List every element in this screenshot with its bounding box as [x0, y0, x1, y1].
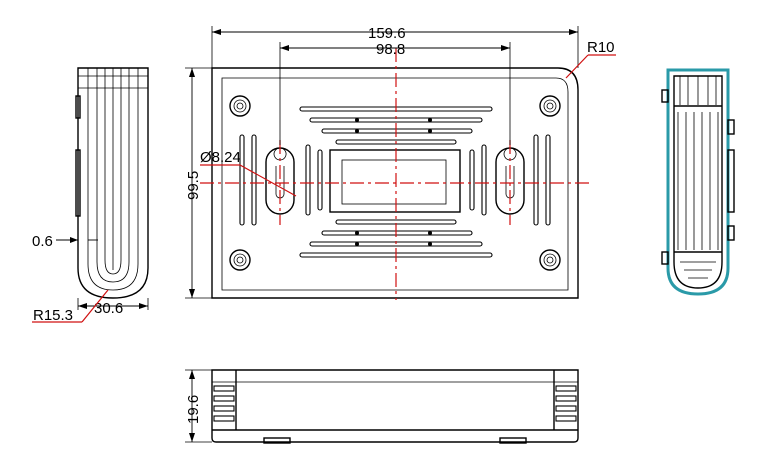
dim-side-radius: R15.3 [33, 307, 73, 324]
dim-overall-depth: 99.5 [185, 171, 202, 200]
vent-fins-left [213, 385, 235, 422]
dim-height: 19.6 [185, 395, 202, 424]
dim-corner-radius: R10 [587, 39, 615, 56]
foot-right [499, 437, 527, 444]
dim-wall-thickness: 0.6 [32, 233, 53, 250]
dim-keyhole-diameter: Ø8.24 [200, 149, 241, 166]
dim-overall-width: 159.6 [368, 25, 406, 42]
top-view: 159.6 98.8 R10 99.5 Ø8.24 [185, 25, 616, 300]
vent-fins-right [555, 385, 577, 422]
keyhole-slot-right [495, 147, 525, 215]
label-recess [329, 149, 461, 213]
dim-hole-spacing: 98.8 [376, 41, 405, 58]
vent-slots-right [469, 134, 551, 226]
foot-left [263, 437, 291, 444]
front-view: 19.6 [185, 369, 579, 444]
dim-side-width: 30.6 [94, 300, 123, 317]
screw-boss-top-left [229, 95, 251, 117]
screw-boss-top-right [539, 95, 561, 117]
screw-boss-bottom-right [539, 249, 561, 271]
side-view-left: 0.6 30.6 R15.3 [32, 67, 149, 324]
section-view-right [661, 68, 735, 296]
vent-slots-left [239, 134, 323, 226]
keyhole-slot-left [265, 147, 295, 215]
screw-boss-bottom-left [229, 249, 251, 271]
